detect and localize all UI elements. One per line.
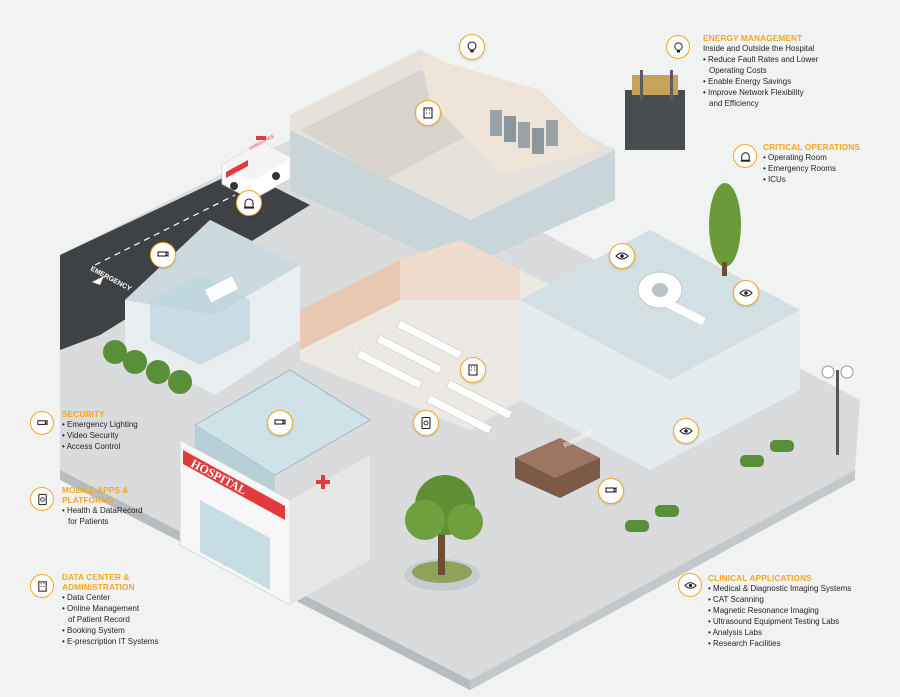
bushes [103, 340, 794, 532]
callout-title: ENERGY MANAGEMENT [703, 33, 803, 43]
eye-icon [678, 573, 702, 597]
callout-datacenter: DATA CENTER & ADMINISTRATION Data Center… [30, 572, 190, 647]
callout-item: Ultrasound Equipment Testing Labs [708, 616, 893, 627]
eye-icon [679, 427, 693, 435]
callout-security: SECURITY Emergency Lighting Video Securi… [30, 409, 180, 452]
callout-item: E-prescription IT Systems [62, 636, 190, 647]
pin-energy[interactable] [459, 34, 485, 60]
callout-item: Emergency Lighting [62, 419, 180, 430]
siren-icon [244, 198, 254, 209]
callout-item: and Efficiency [709, 99, 759, 108]
callout-list: Emergency Lighting Video Security Access… [62, 419, 180, 452]
central-tree [404, 475, 483, 591]
callout-item: CAT Scanning [708, 594, 893, 605]
eye-icon [615, 252, 629, 260]
callout-item: Data Center [62, 592, 190, 603]
pin-security-entrance[interactable] [267, 410, 293, 436]
callout-item: Operating Room [763, 152, 893, 163]
lightbulb-icon [467, 41, 477, 53]
callout-item: Booking System [62, 625, 190, 636]
callout-list: Data Center Online Management of Patient… [62, 592, 190, 647]
callout-mobile: MOBILE APPS & PLATFORMS Health & DataRec… [30, 485, 180, 527]
server-racks [490, 110, 558, 154]
callout-title: SECURITY [62, 409, 105, 419]
street-lamp [821, 365, 854, 455]
lightbulb-icon [666, 35, 690, 59]
pin-clinical-ultrasound[interactable] [673, 418, 699, 444]
callout-clinical: CLINICAL APPLICATIONS Medical & Diagnost… [678, 573, 893, 649]
siren-icon [733, 144, 757, 168]
pin-clinical-mri[interactable] [609, 243, 635, 269]
callout-title: CRITICAL OPERATIONS [763, 142, 861, 152]
pin-mobile[interactable] [413, 410, 439, 436]
callout-item: Improve Network Flexibility [703, 87, 886, 98]
pin-datacenter-lobby[interactable] [460, 357, 486, 383]
callout-item: Medical & Diagnostic Imaging Systems [708, 583, 893, 594]
callout-title: MOBILE APPS & [62, 485, 129, 495]
callout-item: Magnetic Resonance Imaging [708, 605, 893, 616]
tablet-icon [421, 416, 431, 430]
road-arrow [92, 276, 104, 285]
ambulance: AMBULANCE [221, 133, 293, 201]
energy-plant [625, 70, 685, 150]
pin-critical[interactable] [236, 190, 262, 216]
building-icon [30, 574, 54, 598]
callout-item: Video Security [62, 430, 180, 441]
callout-critical: CRITICAL OPERATIONS Operating Room Emerg… [733, 142, 893, 185]
lobby-back-wall [300, 260, 400, 350]
patient-room-glass [150, 275, 250, 365]
waiting-chairs [355, 319, 513, 435]
callout-item: Online Management [62, 603, 190, 614]
callout-item: Research Facilities [708, 638, 893, 649]
callout-item: ICUs [763, 174, 893, 185]
callout-item: Emergency Rooms [763, 163, 893, 174]
eye-icon [739, 289, 753, 297]
entrance-doors [200, 500, 270, 590]
camera-icon [157, 251, 169, 257]
callout-list: Health & DataRecord for Patients [62, 505, 180, 527]
callout-title: CLINICAL APPLICATIONS [708, 573, 812, 583]
ground-slab-edge-right [470, 470, 855, 690]
callout-list: Reduce Fault Rates and Lower Operating C… [703, 54, 886, 109]
callout-list: Operating Room Emergency Rooms ICUs [763, 152, 893, 185]
red-cross [316, 475, 330, 489]
callout-item: Access Control [62, 441, 180, 452]
callout-item: of Patient Record [68, 615, 130, 624]
callout-item: for Patients [68, 517, 109, 526]
camera-icon [30, 411, 54, 435]
callout-item: Operating Costs [709, 66, 767, 75]
camera-icon [605, 487, 617, 493]
callout-subtitle: Inside and Outside the Hospital [703, 44, 815, 53]
callout-item: Health & DataRecord [62, 505, 180, 516]
pin-datacenter[interactable] [415, 100, 441, 126]
callout-title-line2: PLATFORMS [62, 495, 114, 505]
callout-title-line2: ADMINISTRATION [62, 582, 135, 592]
facade-sign-band [183, 450, 285, 520]
building-icon [423, 107, 433, 119]
callout-item: Analysis Labs [708, 627, 893, 638]
pin-security-left[interactable] [150, 242, 176, 268]
callout-list: Medical & Diagnostic Imaging Systems CAT… [708, 583, 893, 649]
camera-icon [274, 419, 286, 425]
pin-security-reception[interactable] [598, 478, 624, 504]
cypress-tree [709, 183, 741, 276]
callout-item: Reduce Fault Rates and Lower [703, 54, 886, 65]
tablet-icon [30, 487, 54, 511]
callout-item: Enable Energy Savings [703, 76, 886, 87]
callout-energy: ENERGY MANAGEMENT Inside and Outside the… [666, 33, 886, 109]
pin-clinical-lab[interactable] [733, 280, 759, 306]
building-icon [468, 364, 478, 376]
callout-title: DATA CENTER & [62, 572, 130, 582]
